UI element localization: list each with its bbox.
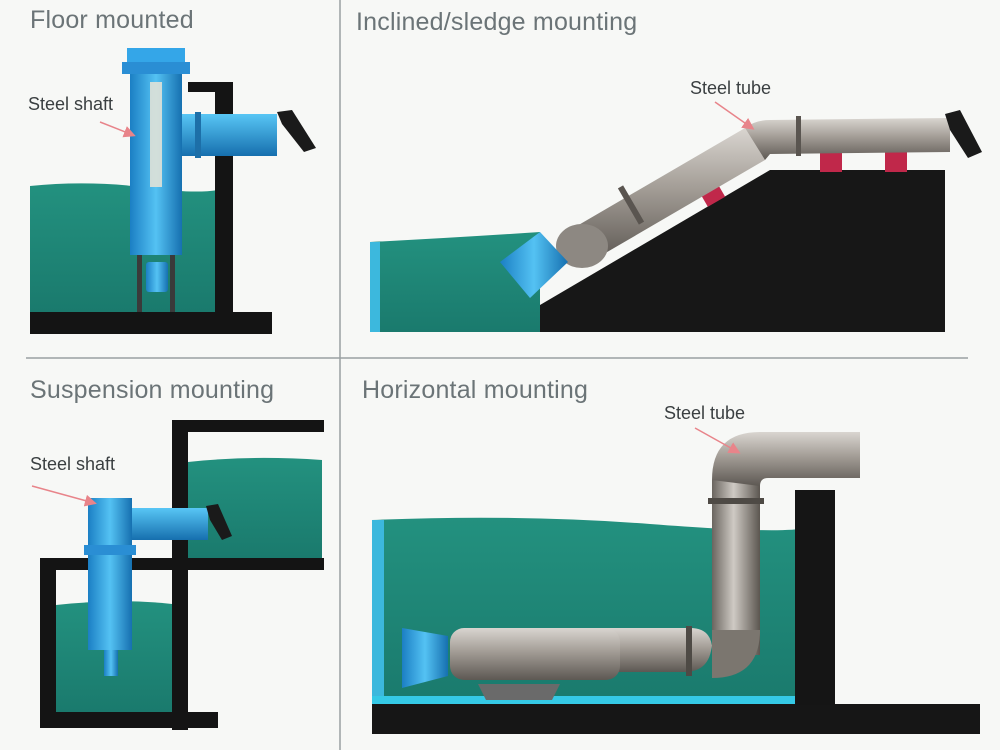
steel-tube — [712, 432, 860, 486]
water-edge — [372, 520, 384, 704]
pump-intake — [402, 628, 448, 688]
wall-cap — [188, 82, 233, 92]
pump-intake — [500, 232, 568, 298]
panel-title-floor: Floor mounted — [30, 6, 194, 34]
label-arrow — [714, 101, 755, 130]
inclined-mounting-illustration — [370, 101, 982, 332]
steel-tube — [570, 128, 765, 262]
floor-slab — [372, 704, 980, 734]
label-arrow — [31, 485, 97, 507]
pump-body — [450, 628, 620, 680]
tank-wall — [172, 420, 188, 730]
label-arrow — [99, 121, 136, 138]
steel-tube — [712, 480, 760, 655]
panel-title-inclined: Inclined/sledge mounting — [356, 8, 638, 36]
floor-slab — [30, 312, 272, 334]
ramp-block — [540, 170, 945, 332]
steel-shaft — [88, 498, 132, 650]
support-block — [820, 152, 842, 172]
top-flange — [122, 62, 190, 74]
shaft-window — [150, 82, 162, 187]
water-edge — [370, 242, 380, 332]
flap-valve — [945, 110, 982, 158]
flap-valve — [206, 504, 232, 540]
label-arrow — [694, 427, 741, 454]
mid-slab — [40, 558, 324, 570]
label-steel-tube: Steel tube — [690, 78, 772, 98]
floor-mounted-illustration — [30, 48, 316, 334]
pump-stand — [478, 684, 560, 700]
panel-title-suspension: Suspension mounting — [30, 376, 275, 404]
water-tank — [370, 232, 540, 332]
support-block — [885, 152, 907, 172]
flap-valve — [277, 110, 316, 152]
outlet-pipe — [132, 508, 208, 540]
label-steel-shaft: Steel shaft — [28, 94, 114, 114]
label-steel-shaft: Steel shaft — [30, 454, 116, 474]
panel-title-horizontal: Horizontal mounting — [362, 376, 589, 404]
tank-wall — [795, 490, 835, 705]
pump-intake — [104, 650, 118, 676]
horizontal-mounting-illustration — [372, 427, 980, 734]
label-steel-tube: Steel tube — [664, 403, 746, 423]
pump-intake — [146, 262, 168, 292]
suspension-mounting-illustration — [31, 420, 324, 730]
floor-slab — [40, 712, 218, 728]
steel-tube — [745, 118, 950, 160]
